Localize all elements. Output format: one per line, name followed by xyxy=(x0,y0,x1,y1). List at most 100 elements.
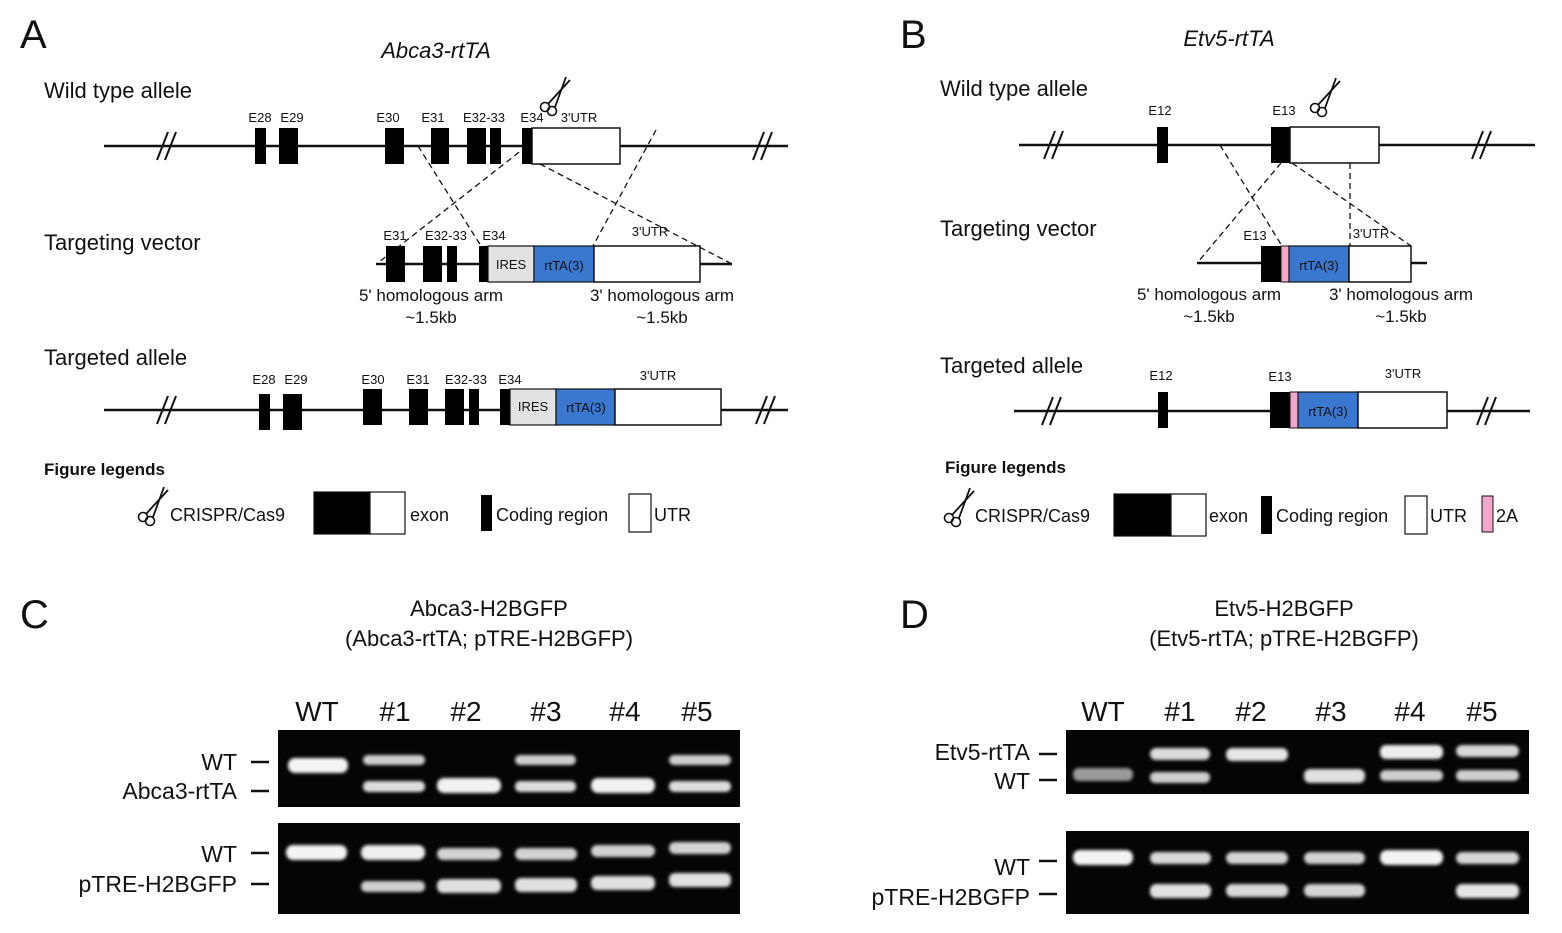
exon-block xyxy=(447,246,457,282)
exon-label: E31 xyxy=(421,110,444,125)
rtta-box xyxy=(533,245,595,283)
gel-d1-bands xyxy=(1073,745,1519,783)
break-mark xyxy=(156,395,177,425)
gel-band xyxy=(286,845,347,860)
gel-band xyxy=(1150,884,1211,898)
gel-band xyxy=(1380,770,1443,781)
exon-block xyxy=(423,246,442,282)
gel-c1-bands xyxy=(288,755,731,793)
band-label: pTRE-H2BGFP xyxy=(872,884,1030,910)
gel-band xyxy=(515,878,577,892)
panel-b-title: Etv5-rtTA xyxy=(1183,26,1274,51)
panel-a-letter: A xyxy=(20,13,47,57)
utr-box xyxy=(1348,245,1412,283)
exon-block xyxy=(469,389,479,425)
a-targeting-vector: IRES rtTA(3) E31 E32-33 E34 3'UTR 5' hom… xyxy=(359,224,734,327)
gel-band xyxy=(1380,850,1443,865)
utr-label: 3'UTR xyxy=(561,110,597,125)
exon-label: E12 xyxy=(1148,103,1171,118)
gel-band xyxy=(1456,884,1519,898)
utr-label: 3'UTR xyxy=(632,224,668,239)
gel-band xyxy=(669,842,731,854)
gel-band xyxy=(1456,745,1519,757)
gel-band xyxy=(591,778,655,793)
exon-block xyxy=(279,128,298,164)
gel-band xyxy=(591,876,655,890)
utr-label: 3'UTR xyxy=(640,368,676,383)
utr-box xyxy=(1289,126,1380,164)
a-wild-type-label: Wild type allele xyxy=(44,78,192,103)
panel-c-letter: C xyxy=(20,593,49,637)
exon-label: E30 xyxy=(361,372,384,387)
gel-band xyxy=(361,845,425,860)
exon-label: E13 xyxy=(1268,369,1291,384)
panel-a: A Abca3-rtTA Wild type allele E28 E29 E3… xyxy=(20,13,788,535)
exon-label: E31 xyxy=(383,228,406,243)
lane-label: #5 xyxy=(681,696,712,727)
gel-band xyxy=(1380,745,1443,759)
lane-label: #3 xyxy=(1315,696,1346,727)
lane-label: #1 xyxy=(379,696,410,727)
gel-d1 xyxy=(1066,730,1529,794)
gel-band xyxy=(1304,769,1365,783)
gel-band xyxy=(363,755,425,765)
panel-d-letter: D xyxy=(900,593,929,637)
legend-exon-coding xyxy=(313,491,371,535)
exon-block xyxy=(445,389,464,425)
gel-band xyxy=(1073,768,1133,781)
panel-c-title: Abca3-H2BGFP xyxy=(410,596,568,621)
panel-d-title: Etv5-H2BGFP xyxy=(1214,596,1353,621)
gel-d2 xyxy=(1066,831,1529,914)
gel-band xyxy=(1226,748,1288,761)
b-targeted-allele: rtTA(3) E12 E13 3'UTR xyxy=(1014,366,1530,429)
rtta-box xyxy=(1297,391,1359,429)
legend-heading: Figure legends xyxy=(945,458,1066,477)
gel-band xyxy=(1150,748,1210,760)
legend-coding: Coding region xyxy=(1276,506,1388,526)
exon-label: E32-33 xyxy=(425,228,467,243)
exon-label: E34 xyxy=(482,228,505,243)
band-label: Etv5-rtTA xyxy=(935,739,1031,765)
legend-crispr: CRISPR/Cas9 xyxy=(975,506,1090,526)
exon-label: E29 xyxy=(280,110,303,125)
legend-coding-swatch xyxy=(481,495,492,531)
band-label: WT xyxy=(994,768,1030,794)
gel-band xyxy=(288,758,348,773)
exon-block xyxy=(1261,246,1281,282)
legend-exon: exon xyxy=(410,505,449,525)
gel-band xyxy=(1304,884,1365,897)
legend-heading: Figure legends xyxy=(44,460,165,479)
gel-band xyxy=(1456,852,1519,864)
gel-band xyxy=(437,778,501,793)
lane-label: WT xyxy=(295,696,339,727)
gel-c1 xyxy=(278,730,740,807)
rtta-label: rtTA(3) xyxy=(1299,258,1338,273)
band-label: Abca3-rtTA xyxy=(122,778,237,804)
gel-band xyxy=(515,848,577,860)
exon-label: E32-33 xyxy=(445,372,487,387)
gel-c2-bands xyxy=(286,842,731,893)
a-wild-type-allele: E28 E29 E30 E31 E32-33 E34 3'UTR xyxy=(104,76,788,165)
gel-band xyxy=(361,881,425,892)
panel-d: D Etv5-H2BGFP (Etv5-rtTA; pTRE-H2BGFP) W… xyxy=(872,593,1529,914)
scissors-icon xyxy=(1309,77,1341,118)
exon-label: E30 xyxy=(376,110,399,125)
b-figure-legend: Figure legends CRISPR/Cas9 exon Coding r… xyxy=(943,458,1518,537)
exon-block xyxy=(255,128,266,164)
utr-box xyxy=(531,127,621,165)
exon-label: E34 xyxy=(498,372,521,387)
b-homology-lines xyxy=(1197,144,1412,263)
panel-d-subtitle: (Etv5-rtTA; pTRE-H2BGFP) xyxy=(1149,626,1419,651)
gel-band xyxy=(669,873,731,887)
a-figure-legend: Figure legends CRISPR/Cas9 exon Coding r… xyxy=(44,460,691,535)
break-mark xyxy=(755,395,776,425)
utr-box xyxy=(593,245,701,283)
panel-a-title: Abca3-rtTA xyxy=(379,38,491,63)
a-targeted-allele: IRES rtTA(3) E28 E29 E30 E31 E32-33 E34 … xyxy=(104,368,788,430)
lane-label: #1 xyxy=(1164,696,1195,727)
twoA-box xyxy=(1289,391,1299,429)
legend-exon: exon xyxy=(1209,506,1248,526)
lane-label: #2 xyxy=(1235,696,1266,727)
exon-block xyxy=(500,389,510,425)
